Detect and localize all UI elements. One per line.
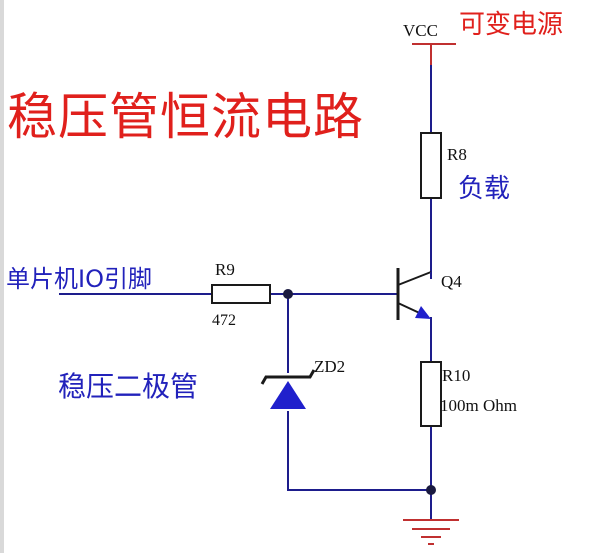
r10-value: 100m Ohm	[440, 396, 517, 415]
wires	[59, 65, 432, 521]
input-label: 单片机IO引脚	[6, 265, 152, 293]
r9-value: 472	[212, 312, 236, 329]
resistor-r10	[420, 361, 442, 427]
resistor-r8	[420, 132, 442, 199]
page-title: 稳压管恒流电路	[7, 88, 364, 146]
ground-icon	[403, 519, 459, 545]
r8-note: 负载	[458, 174, 511, 204]
r8-ref: R8	[447, 145, 467, 164]
zd2-ref: ZD2	[314, 357, 346, 376]
zd2-note: 稳压二极管	[58, 370, 199, 403]
emitter-arrow-icon	[415, 306, 431, 319]
vcc-note: 可变电源	[459, 10, 564, 40]
junction-dot-ground	[426, 485, 436, 495]
junction-dot-base	[283, 289, 293, 299]
vcc-terminal	[412, 43, 456, 66]
zener-diode-zd2	[260, 369, 316, 409]
image-left-border	[0, 0, 4, 553]
r9-ref: R9	[215, 260, 235, 279]
vcc-label: VCC	[403, 21, 438, 40]
transistor-q4	[396, 268, 432, 320]
resistor-r9	[211, 284, 271, 304]
r10-ref: R10	[442, 366, 471, 385]
q4-ref: Q4	[441, 272, 462, 291]
